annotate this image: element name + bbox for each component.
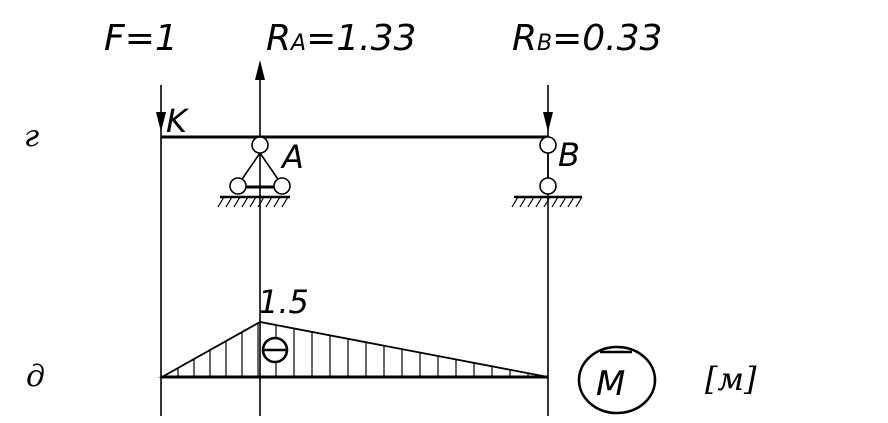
row-label-scheme: г — [24, 119, 39, 154]
moment-sign-minus — [261, 336, 289, 364]
reaction-a-label: RA=1.33 — [266, 18, 416, 59]
units-label: [м] — [705, 360, 757, 398]
force-arrow-f — [156, 112, 166, 132]
moment-diagram-label: M — [577, 345, 657, 415]
point-a-label: A — [280, 138, 304, 176]
point-k-label: K — [166, 102, 190, 140]
reaction-b-symbol: R — [512, 18, 537, 59]
reaction-b-label: RB=0.33 — [512, 18, 662, 59]
point-b-label: B — [558, 136, 580, 174]
moment-symbol: M — [596, 364, 625, 404]
support-b — [511, 136, 583, 208]
moment-peak-label: 1.5 — [258, 283, 309, 321]
moment-diagram — [158, 321, 549, 379]
reaction-arrow-a — [255, 60, 265, 80]
reaction-a-subscript: A — [289, 31, 306, 56]
reaction-a-value: =1.33 — [306, 18, 416, 59]
force-label: F=1 — [104, 18, 178, 59]
support-a — [217, 136, 291, 208]
reaction-a-symbol: R — [266, 18, 291, 59]
row-label-diagram: д — [26, 359, 45, 394]
reaction-b-subscript: B — [537, 31, 552, 56]
reaction-arrow-b — [543, 112, 553, 132]
reaction-b-value: =0.33 — [552, 18, 662, 59]
